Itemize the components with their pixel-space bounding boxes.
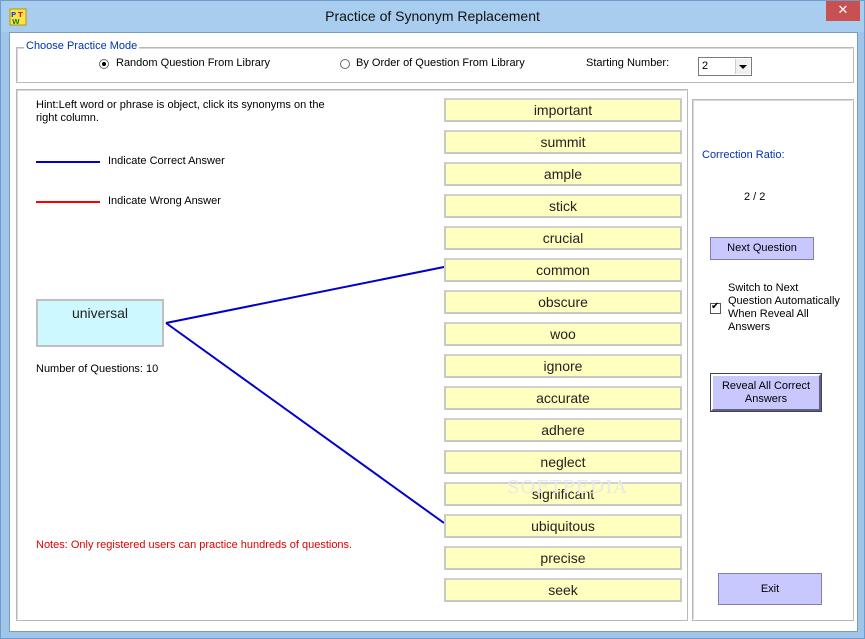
svg-text:W: W	[12, 18, 20, 26]
synonym-choice-summit[interactable]: summit	[444, 130, 682, 154]
practice-mode-legend: Choose Practice Mode	[24, 40, 140, 52]
correct-legend-line	[36, 161, 100, 163]
order-mode-label[interactable]: By Order of Question From Library	[356, 57, 525, 69]
synonym-choice-ubiquitous[interactable]: ubiquitous	[444, 514, 682, 538]
synonym-choice-ignore[interactable]: ignore	[444, 354, 682, 378]
order-mode-radio[interactable]	[340, 59, 350, 69]
hint-text: Hint:Left word or phrase is object, clic…	[36, 99, 325, 124]
synonym-choice-neglect[interactable]: neglect	[444, 450, 682, 474]
control-panel	[692, 99, 854, 621]
auto-switch-label[interactable]: Switch to Next Question Automatically Wh…	[728, 282, 840, 333]
synonym-choice-crucial[interactable]: crucial	[444, 226, 682, 250]
synonym-choice-adhere[interactable]: adhere	[444, 418, 682, 442]
correct-legend-label: Indicate Correct Answer	[108, 155, 225, 167]
svg-text:P: P	[11, 11, 16, 19]
synonym-choice-stick[interactable]: stick	[444, 194, 682, 218]
wrong-legend-line	[36, 201, 100, 203]
synonym-choice-important[interactable]: important	[444, 98, 682, 122]
object-word-box: universal	[36, 299, 164, 347]
practice-area	[16, 89, 688, 621]
softpedia-watermark: SOFTPEDIA	[507, 477, 628, 498]
question-count: Number of Questions: 10	[36, 363, 159, 375]
chevron-down-icon[interactable]	[735, 59, 750, 74]
window-title: Practice of Synonym Replacement	[325, 8, 540, 24]
exit-button[interactable]: Exit	[718, 573, 822, 605]
title-bar: P T W Practice of Synonym Replacement ✕	[1, 1, 864, 32]
practice-mode-group	[16, 47, 854, 83]
reveal-answers-button[interactable]: Reveal All Correct Answers	[710, 373, 822, 412]
random-mode-radio[interactable]	[99, 59, 109, 69]
synonym-choice-seek[interactable]: seek	[444, 578, 682, 602]
correction-ratio-value: 2 / 2	[744, 191, 766, 203]
synonym-choice-common[interactable]: common	[444, 258, 682, 282]
starting-number-select[interactable]: 2	[698, 57, 752, 76]
app-logo-icon: P T W	[9, 8, 27, 26]
synonym-choice-significant[interactable]: significant	[444, 482, 682, 506]
synonym-choice-accurate[interactable]: accurate	[444, 386, 682, 410]
svg-text:T: T	[18, 11, 23, 19]
starting-number-value: 2	[702, 60, 709, 72]
synonym-choice-precise[interactable]: precise	[444, 546, 682, 570]
main-panel: Choose Practice Mode Random Question Fro…	[9, 32, 858, 632]
registration-note: Notes: Only registered users can practic…	[36, 539, 353, 551]
wrong-legend-label: Indicate Wrong Answer	[108, 195, 221, 207]
synonym-choice-woo[interactable]: woo	[444, 322, 682, 346]
random-mode-label[interactable]: Random Question From Library	[116, 57, 271, 69]
synonym-choice-ample[interactable]: ample	[444, 162, 682, 186]
starting-number-label: Starting Number:	[586, 57, 670, 69]
synonym-choice-obscure[interactable]: obscure	[444, 290, 682, 314]
next-question-button[interactable]: Next Question	[710, 237, 814, 260]
correction-ratio-label: Correction Ratio:	[702, 149, 785, 161]
close-icon[interactable]: ✕	[826, 1, 860, 21]
auto-switch-checkbox[interactable]	[710, 301, 721, 314]
